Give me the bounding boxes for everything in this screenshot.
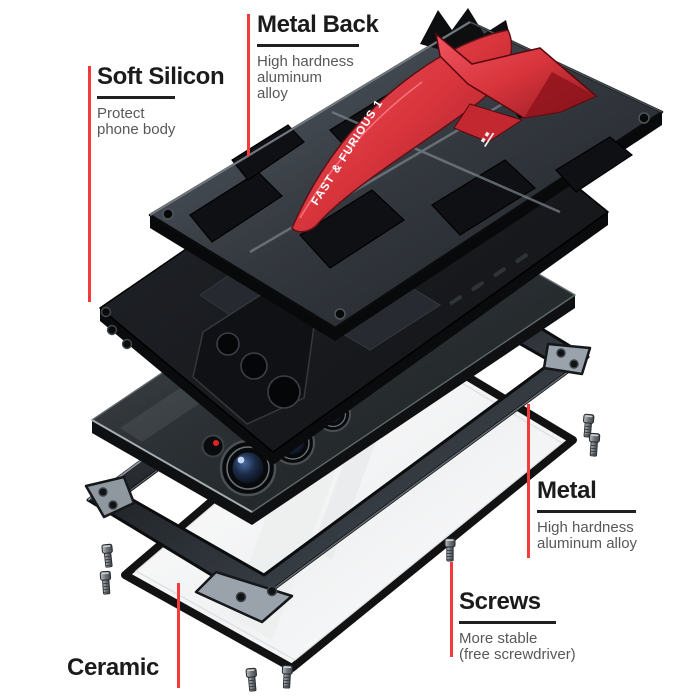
screws-callout-line [450, 562, 453, 657]
desc-line: Protect [97, 104, 145, 122]
back-plate-logo [480, 131, 495, 147]
screw [280, 664, 294, 689]
title-line: Ceramic [67, 654, 159, 681]
desc-line: alloy [257, 84, 288, 102]
screws-description: More stable (free screwdriver) [459, 629, 619, 663]
red-back-plate: FAST & FURIOUS 1 [291, 29, 598, 233]
desc-line: High hardness [537, 518, 634, 536]
desc-line: More stable [459, 629, 538, 647]
desc-line: aluminum alloy [537, 534, 638, 552]
metal-back-callout: Metal Back High hardness aluminum alloy [257, 12, 407, 102]
divider [97, 96, 175, 99]
soft-silicon-description: Protect phone body [97, 104, 247, 138]
ceramic-film-callout-line [177, 583, 180, 688]
ceramic-film-title: Ceramic Soft Film [43, 610, 183, 700]
desc-line: (free screwdriver) [459, 645, 576, 663]
screw [101, 543, 115, 568]
soft-silicon-callout-line [88, 66, 91, 302]
metal-back-callout-line [247, 14, 250, 156]
divider [537, 510, 636, 513]
screws-callout: Screws More stable (free screwdriver) [459, 589, 619, 663]
desc-line: aluminum [257, 68, 323, 86]
metal-callout: Metal High hardness aluminum alloy [537, 478, 687, 552]
metal-callout-line [527, 404, 530, 558]
soft-silicon-title: Soft Silicon [97, 63, 225, 90]
screw [444, 538, 456, 562]
screws-title: Screws [459, 588, 541, 615]
ceramic-film-callout: Ceramic Soft Film Unbreakable [43, 610, 183, 700]
divider [257, 44, 359, 47]
laser-sensor-dot [213, 440, 219, 446]
divider [459, 621, 556, 624]
metal-back-title: Metal Back [257, 11, 379, 38]
metal-back-description: High hardness aluminum alloy [257, 52, 407, 102]
camera-cutout [192, 293, 315, 425]
side-button-ribs [448, 252, 530, 307]
screw [587, 432, 601, 457]
desc-line: phone body [97, 120, 176, 138]
metal-description: High hardness aluminum alloy [537, 518, 687, 552]
metal-title: Metal [537, 477, 597, 504]
soft-silicon-callout: Soft Silicon Protect phone body [97, 64, 247, 138]
screw [99, 570, 113, 595]
metal-back-layer: FAST & FURIOUS 1 [148, 8, 664, 341]
screw [245, 667, 259, 692]
desc-line: High hardness [257, 52, 354, 70]
